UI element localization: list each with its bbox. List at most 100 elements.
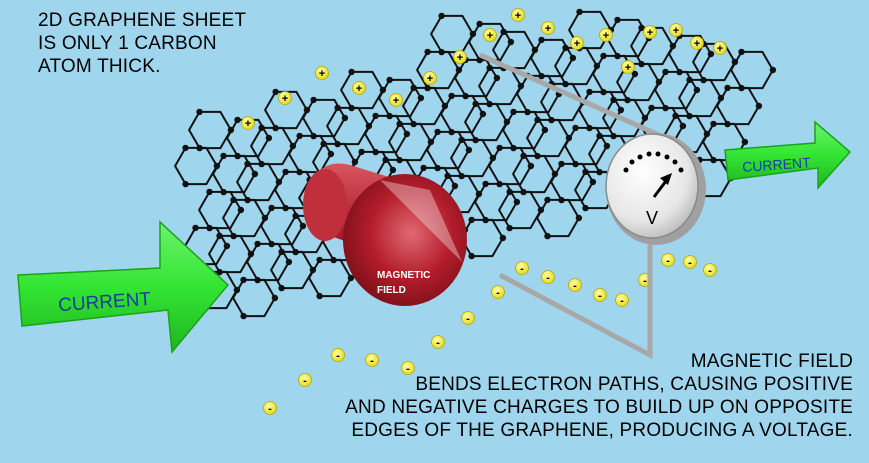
carbon-atom (676, 68, 683, 76)
positive-charge (423, 71, 437, 85)
carbon-atom (562, 44, 569, 52)
hexagon-cell (401, 86, 447, 126)
voltmeter-symbol: V (646, 208, 658, 228)
positive-symbol: + (545, 23, 551, 35)
title-line-1: 2D GRAPHENE SHEET (38, 10, 247, 31)
hexagon-cell (235, 162, 281, 202)
carbon-atom (282, 204, 289, 212)
negative-symbol: - (546, 272, 550, 284)
carbon-atom (686, 76, 693, 84)
carbon-atom (278, 248, 285, 256)
carbon-atom (292, 212, 299, 220)
positive-symbol: + (245, 118, 251, 130)
carbon-atom (572, 160, 579, 168)
carbon-atom (438, 48, 445, 56)
carbon-atom (403, 130, 411, 138)
positive-charge (483, 28, 497, 42)
hexagon-cell (225, 118, 271, 158)
negative-charge (615, 293, 629, 307)
carbon-atom (434, 164, 441, 172)
carbon-atom (244, 160, 251, 168)
hexagon-cell (463, 102, 509, 142)
negative-symbol: - (268, 403, 272, 415)
carbon-atom (420, 164, 427, 172)
carbon-atom (534, 116, 541, 124)
carbon-atom (196, 108, 203, 116)
carbon-atom (614, 16, 621, 24)
negative-symbol: - (573, 280, 577, 292)
hexagon-cell (567, 10, 613, 50)
voltmeter-needle-tip (660, 173, 672, 185)
carbon-atom (258, 160, 265, 168)
carbon-atom (244, 196, 251, 204)
explanation-caption: MAGNETIC FIELD BENDS ELECTRON PATHS, CAU… (293, 350, 853, 442)
carbon-atom (472, 100, 479, 108)
carbon-atom (486, 64, 493, 72)
hexagon-cell (301, 98, 347, 138)
negative-symbol: - (436, 337, 440, 349)
carbon-atom (520, 188, 527, 196)
carbon-atom (334, 104, 341, 112)
carbon-atom (220, 152, 227, 160)
carbon-atom (672, 112, 679, 120)
carbon-atom (724, 84, 731, 92)
carbon-atom (410, 84, 417, 92)
carbon-atom (600, 52, 607, 60)
carbon-atom (240, 276, 247, 284)
carbon-atom (496, 144, 503, 152)
carbon-atom (524, 108, 531, 116)
carbon-atom (386, 112, 393, 120)
carbon-atom (769, 66, 777, 74)
explanation-line-1: MAGNETIC FIELD (690, 351, 853, 372)
carbon-atom (586, 88, 593, 96)
negative-charge (593, 288, 607, 302)
positive-symbol: + (603, 30, 609, 42)
negative-symbol: - (466, 313, 470, 325)
carbon-atom (434, 128, 441, 136)
hexagon-cell (249, 126, 295, 166)
carbon-atom (496, 180, 503, 188)
carbon-atom (499, 234, 507, 242)
carbon-atom (562, 80, 569, 88)
positive-charge (669, 23, 683, 37)
hexagon-cell (667, 34, 713, 74)
carbon-atom (296, 168, 303, 176)
positive-symbol: + (427, 73, 433, 85)
hexagon-cell (429, 14, 475, 54)
positive-charge (278, 91, 292, 105)
carbon-atom (196, 144, 203, 152)
hexagon-cell (325, 106, 371, 146)
negative-symbol: - (406, 363, 410, 375)
carbon-atom (582, 168, 589, 176)
carbon-atom (341, 114, 349, 122)
carbon-atom (534, 152, 541, 160)
hexagon-cell (529, 38, 575, 78)
positive-symbol: + (457, 52, 463, 64)
carbon-atom (310, 96, 317, 104)
negative-symbol: - (336, 350, 340, 362)
carbon-atom (268, 204, 275, 212)
carbon-atom (234, 116, 241, 124)
negative-charge (298, 373, 312, 387)
positive-symbol: + (647, 27, 653, 39)
carbon-atom (693, 86, 701, 94)
carbon-atom (610, 132, 617, 140)
carbon-atom (182, 180, 189, 188)
hexagon-cell (459, 218, 505, 258)
hexagon-cell (263, 90, 309, 130)
positive-charge (541, 21, 555, 35)
negative-charge (431, 335, 445, 349)
hexagon-cell (729, 50, 775, 90)
current-out-arrow: CURRENT (724, 120, 852, 190)
carbon-atom (424, 84, 431, 92)
carbon-atom (299, 222, 307, 230)
negative-symbol: - (688, 257, 692, 269)
carbon-atom (724, 120, 731, 128)
hexagon-cell (467, 22, 513, 62)
hexagon-cell (221, 198, 267, 238)
carbon-atom (544, 232, 551, 240)
negative-symbol: - (708, 265, 712, 277)
positive-symbol: + (673, 25, 679, 37)
negative-symbol: - (598, 290, 602, 302)
hexagon-cell (339, 70, 385, 110)
